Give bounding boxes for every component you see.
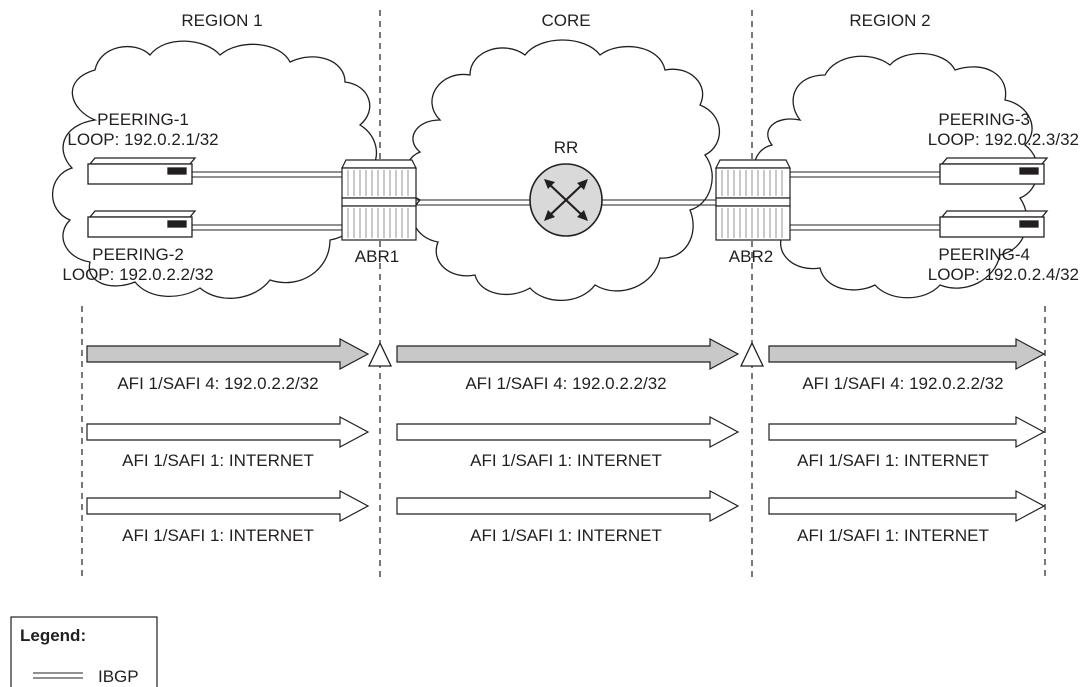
abr2-label: ABR2 (729, 247, 773, 266)
peering-1-name: PEERING-1 (97, 110, 189, 129)
region-1-title: REGION 1 (181, 11, 262, 30)
link-peering1-abr1 (192, 171, 342, 178)
arrow-row-1: AFI 1/SAFI 4: 192.0.2.2/32 AFI 1/SAFI 4:… (86, 337, 1046, 393)
link-abr1-rr (416, 199, 530, 206)
arrow-r2-label-2: AFI 1/SAFI 1: INTERNET (470, 451, 662, 470)
ibgp-legend-icon (33, 672, 83, 679)
rr-label: RR (554, 138, 579, 157)
arrow-r3-label-1: AFI 1/SAFI 1: INTERNET (122, 526, 314, 545)
peering-2-router (87, 210, 197, 238)
legend-ibgp-label: IBGP (98, 667, 139, 686)
abr2-router (715, 159, 791, 241)
nhs-triangle-abr1 (367, 341, 393, 367)
arrow-row-2: AFI 1/SAFI 1: INTERNET AFI 1/SAFI 1: INT… (86, 415, 1046, 470)
core-title: CORE (541, 11, 590, 30)
arrow-r1-label-1: AFI 1/SAFI 4: 192.0.2.2/32 (117, 374, 318, 393)
arrow-r2-label-1: AFI 1/SAFI 1: INTERNET (122, 451, 314, 470)
route-arrows: AFI 1/SAFI 4: 192.0.2.2/32 AFI 1/SAFI 4:… (86, 337, 1046, 545)
region-2-title: REGION 2 (849, 11, 930, 30)
arrow-r2-seg2 (396, 415, 740, 449)
peering-4-name: PEERING-4 (938, 245, 1030, 264)
arrow-r1-seg1 (86, 337, 370, 371)
peering-3-router (939, 157, 1049, 185)
arrow-r3-seg1 (86, 489, 370, 523)
peering-2-name: PEERING-2 (92, 245, 184, 264)
rr-router (529, 163, 603, 237)
nhs-triangle-abr2 (739, 341, 765, 367)
arrow-row-3: AFI 1/SAFI 1: INTERNET AFI 1/SAFI 1: INT… (86, 489, 1046, 545)
link-abr2-peering4 (790, 224, 940, 231)
arrow-r3-label-3: AFI 1/SAFI 1: INTERNET (797, 526, 989, 545)
arrow-r2-seg3 (768, 415, 1046, 449)
legend: Legend: IBGP (10, 616, 158, 687)
peering-4-loop: LOOP: 192.0.2.4/32 (928, 265, 1079, 284)
peering-2-loop: LOOP: 192.0.2.2/32 (62, 265, 213, 284)
nhs-markers (367, 341, 765, 367)
arrow-r3-label-2: AFI 1/SAFI 1: INTERNET (470, 526, 662, 545)
arrow-r3-seg2 (396, 489, 740, 523)
region-dividers (81, 10, 1046, 580)
peering-3-name: PEERING-3 (938, 110, 1030, 129)
abr1-router (341, 159, 417, 241)
arrow-r2-label-3: AFI 1/SAFI 1: INTERNET (797, 451, 989, 470)
peering-4-router (939, 210, 1049, 238)
link-rr-abr2 (602, 199, 716, 206)
peering-1-loop: LOOP: 192.0.2.1/32 (67, 130, 218, 149)
ibgp-links (192, 171, 940, 231)
arrow-r1-label-2: AFI 1/SAFI 4: 192.0.2.2/32 (465, 374, 666, 393)
legend-title: Legend: (20, 626, 86, 645)
arrow-r3-seg3 (768, 489, 1046, 523)
legend-box (10, 616, 158, 687)
rr-arrowheads (544, 179, 588, 221)
link-abr2-peering3 (790, 171, 940, 178)
arrow-r1-seg2 (396, 337, 740, 371)
arrow-r1-label-3: AFI 1/SAFI 4: 192.0.2.2/32 (802, 374, 1003, 393)
arrow-r2-seg1 (86, 415, 370, 449)
link-peering2-abr1 (192, 224, 342, 231)
peering-1-router (87, 157, 197, 185)
peering-3-loop: LOOP: 192.0.2.3/32 (928, 130, 1079, 149)
abr1-label: ABR1 (355, 247, 399, 266)
arrow-r1-seg3 (768, 337, 1046, 371)
